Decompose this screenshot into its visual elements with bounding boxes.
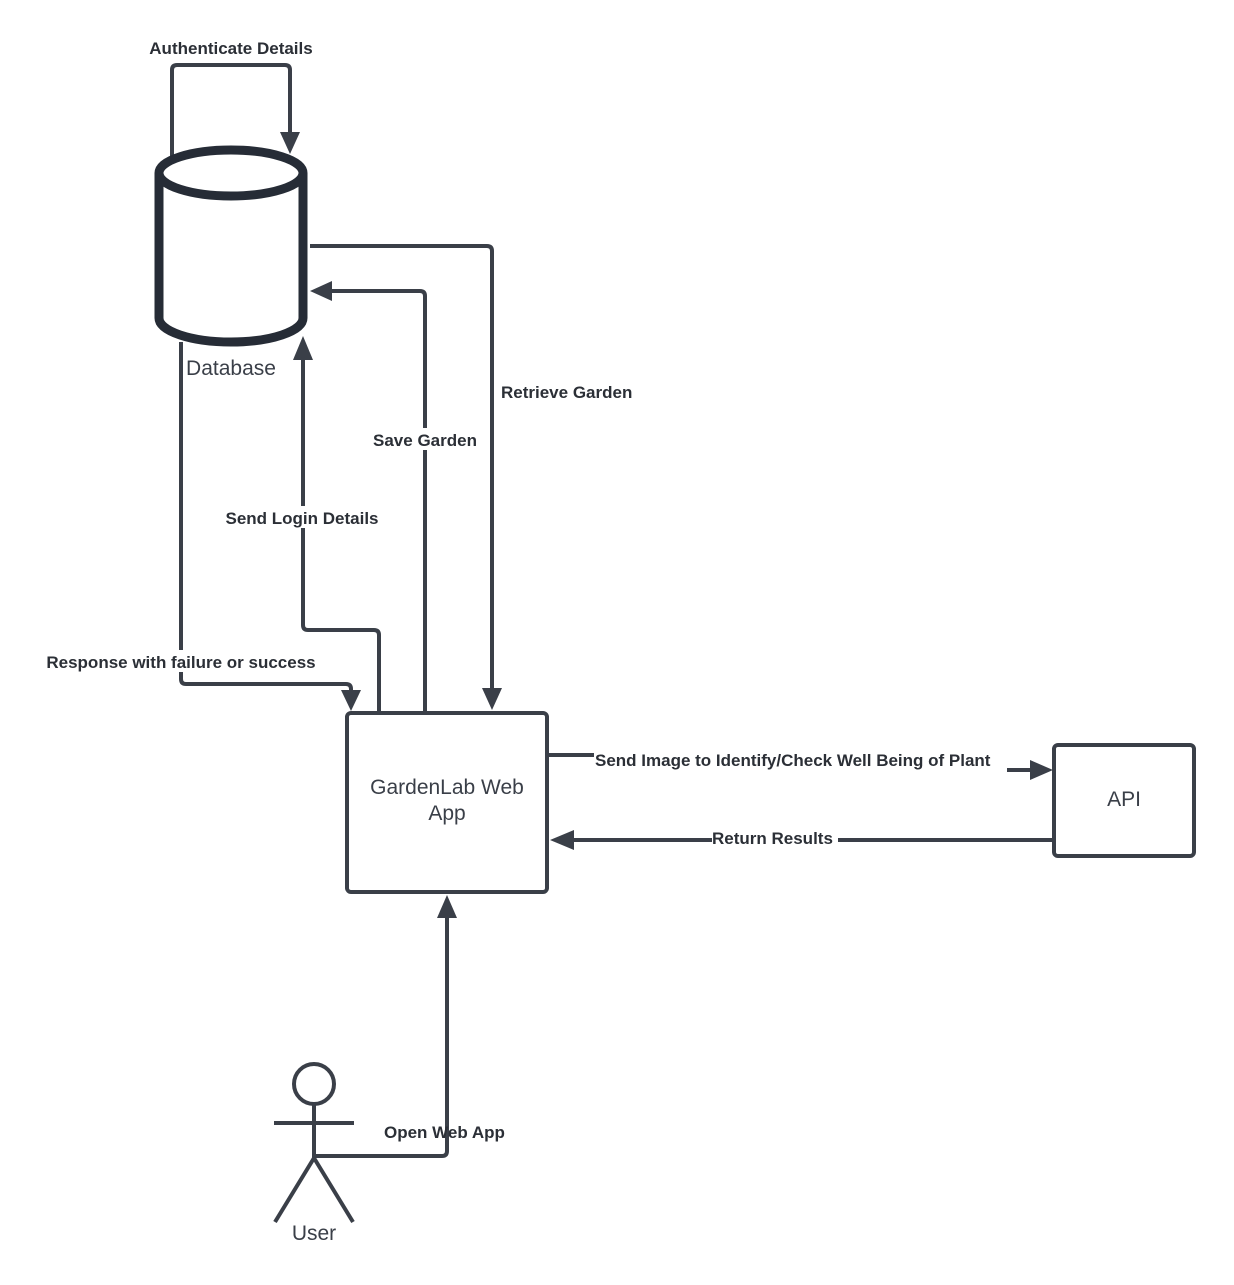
webapp-label-line1: GardenLab Web: [370, 776, 524, 799]
webapp-node: GardenLab Web App: [345, 711, 549, 894]
label-return-results: Return Results: [712, 829, 833, 848]
edge-response: [179, 342, 361, 711]
edge-save-garden: [310, 281, 427, 711]
api-node: API: [1052, 743, 1196, 858]
user-actor: User: [273, 1062, 355, 1245]
label-response: Response with failure or success: [46, 653, 315, 672]
label-send-image: Send Image to Identify/Check Well Being …: [595, 751, 991, 770]
edge-send-image: [548, 753, 1053, 780]
label-open-web-app: Open Web App: [384, 1123, 505, 1142]
edge-open-web-app: [314, 895, 457, 1158]
label-authenticate-details: Authenticate Details: [149, 39, 312, 58]
edge-send-login-details: [293, 336, 381, 711]
database-node: Database: [154, 145, 308, 380]
label-save-garden: Save Garden: [373, 431, 477, 450]
webapp-label-line2: App: [428, 802, 465, 825]
edge-retrieve-garden: [310, 244, 502, 710]
label-send-login-details: Send Login Details: [225, 509, 378, 528]
edge-authenticate-details: [170, 63, 300, 158]
label-retrieve-garden: Retrieve Garden: [501, 383, 632, 402]
user-head-icon: [292, 1062, 336, 1106]
database-label: Database: [186, 357, 276, 380]
user-label: User: [292, 1222, 336, 1245]
api-label: API: [1107, 788, 1141, 811]
